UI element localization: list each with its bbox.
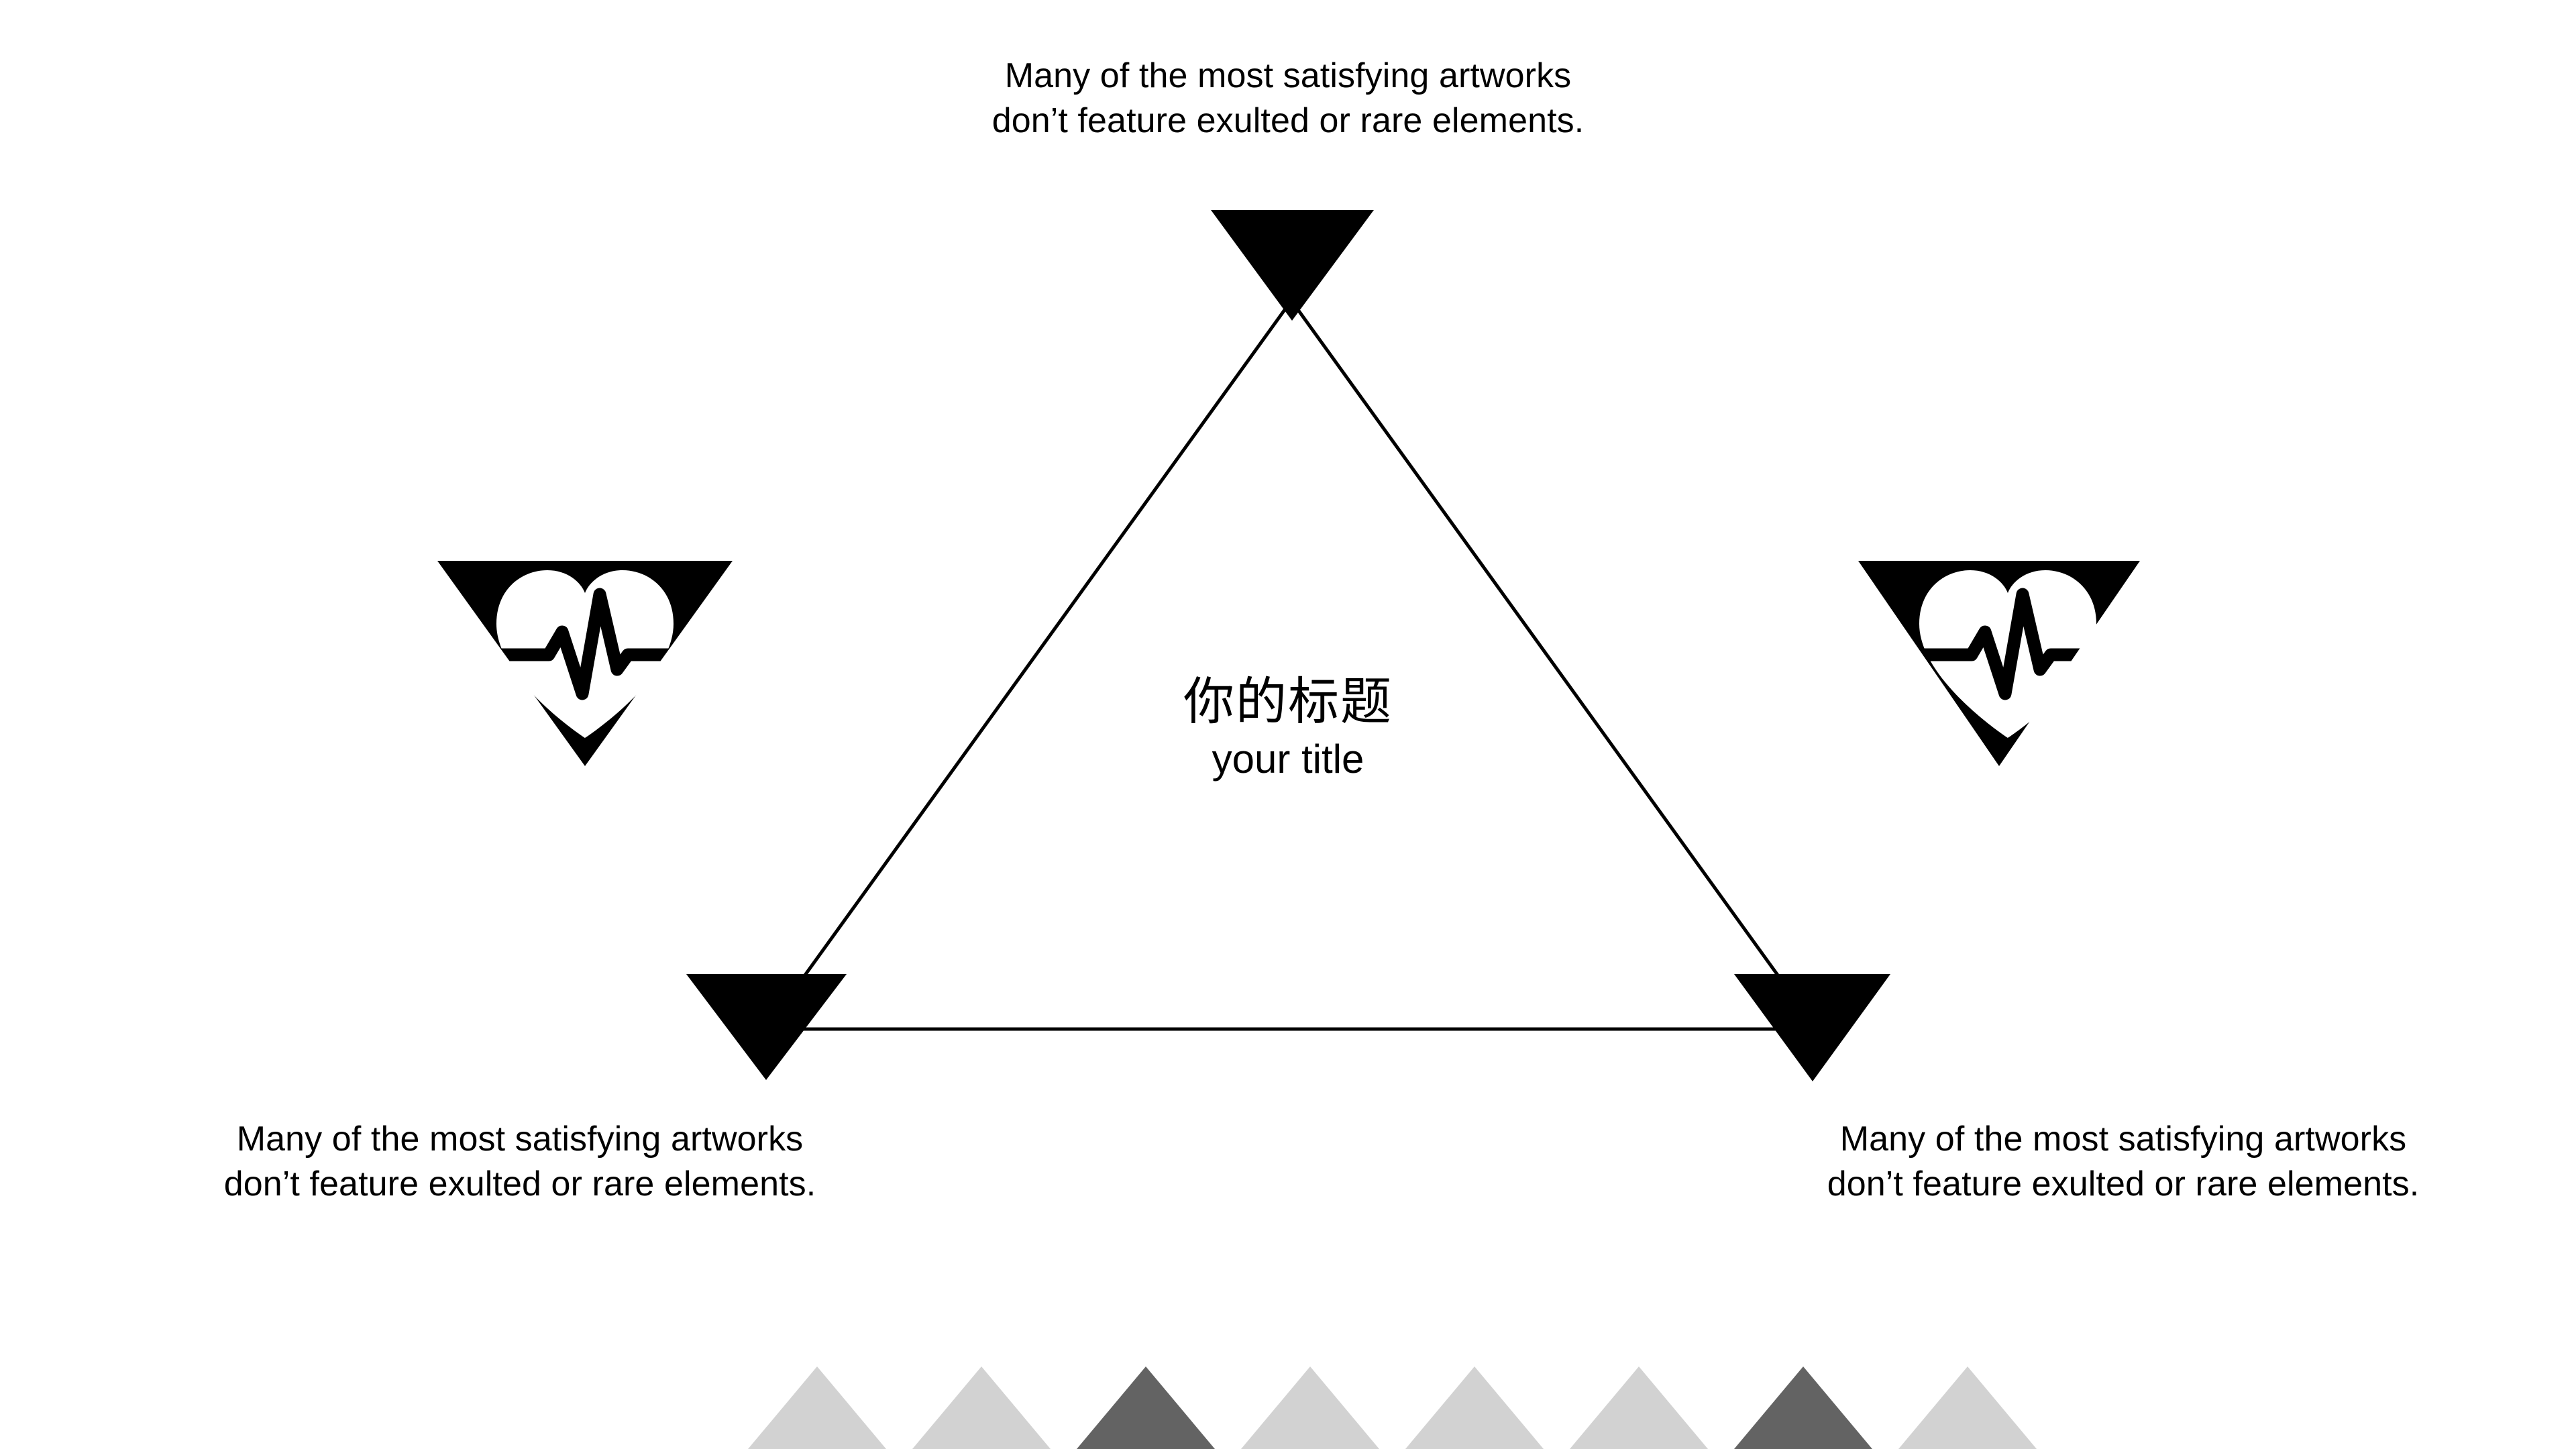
left-icon-badge[interactable] [437,561,733,766]
right-icon-badge[interactable] [1858,561,2140,766]
caption-top-line2: don’t feature exulted or rare elements. [991,101,1585,140]
strip-triangle [1570,1366,1708,1449]
vertex-marker-bottom-left[interactable] [686,974,847,1080]
caption-bottom-right: Many of the most satisfying artworks don… [1654,1117,2576,1206]
caption-top-line1: Many of the most satisfying artworks [1004,56,1572,95]
heartbeat-icon [484,562,686,750]
center-title-block: 你的标题 your title [1013,674,1563,783]
caption-bottom-left: Many of the most satisfying artworks don… [50,1117,989,1206]
strip-triangle [1898,1366,2037,1449]
strip-triangle [748,1366,886,1449]
strip-triangle [1077,1366,1215,1449]
caption-top: Many of the most satisfying artworks don… [818,54,1758,143]
vertex-marker-bottom-right[interactable] [1734,974,1890,1081]
strip-triangle [1241,1366,1379,1449]
strip-triangle [1405,1366,1544,1449]
strip-triangle [912,1366,1051,1449]
heartbeat-icon [1907,562,2108,750]
vertex-marker-top[interactable] [1211,210,1374,321]
connector-outline-triangle [763,297,1820,1031]
page-title-cn: 你的标题 [1183,672,1393,731]
caption-bottom-left-line2: don’t feature exulted or rare elements. [223,1164,816,1203]
decorative-triangle-strip [748,1366,2037,1449]
caption-bottom-right-line1: Many of the most satisfying artworks [1839,1120,2407,1159]
page-title-en: your title [1212,737,1364,782]
caption-bottom-right-line2: don’t feature exulted or rare elements. [1827,1164,2420,1203]
strip-triangle [1734,1366,1872,1449]
caption-bottom-left-line1: Many of the most satisfying artworks [236,1120,804,1159]
